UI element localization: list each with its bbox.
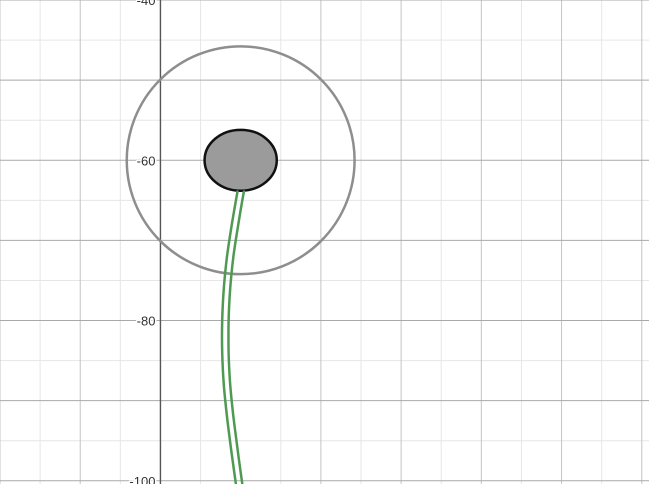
y-tick-label: -100: [129, 474, 155, 484]
series-line-2: [227, 190, 246, 484]
y-tick-label: -80: [137, 314, 156, 329]
series-line-1: [220, 190, 239, 484]
tick-labels: -40 -60 -80 -100: [128, 0, 157, 484]
outer-circle: [125, 45, 356, 276]
y-tick-label: -40: [137, 0, 156, 8]
plot-shapes: [125, 45, 356, 276]
inner-ellipse: [203, 128, 279, 192]
plot-series: [220, 190, 246, 484]
y-tick-label: -60: [137, 153, 156, 168]
